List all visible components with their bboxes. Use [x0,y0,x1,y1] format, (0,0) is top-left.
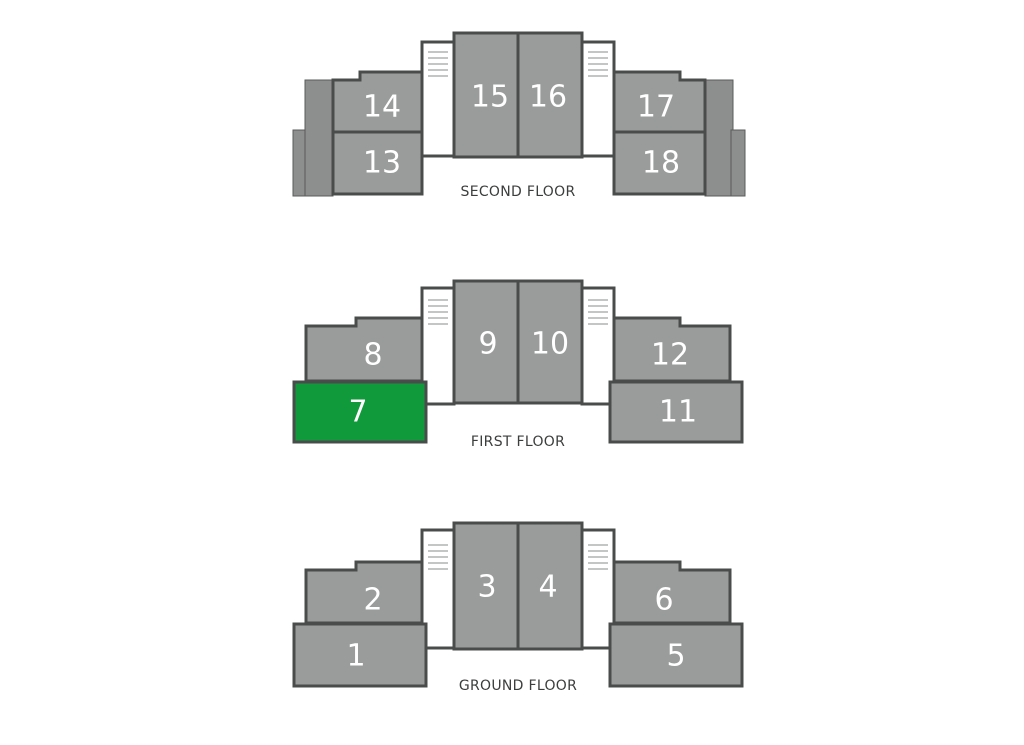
terrace [704,79,734,197]
stair-core [420,40,456,158]
unit-label: 4 [538,570,557,605]
unit-label: 16 [529,80,567,115]
unit-label: 11 [659,395,697,430]
unit-label: 6 [654,583,673,618]
unit-label: 1 [346,639,365,674]
unit-label: 7 [348,395,367,430]
floor-label: SECOND FLOOR [461,184,576,200]
unit-label: 9 [478,327,497,362]
unit-label: 3 [477,570,496,605]
ground-floor-plan: 2 1 3 4 6 5 GROUND FLOOR [292,521,744,694]
unit-18[interactable] [612,130,707,196]
unit-16[interactable] [516,31,584,159]
unit-label: 13 [363,146,401,181]
unit-7[interactable] [292,380,428,444]
unit-label: 12 [651,338,689,373]
unit-3[interactable] [452,521,520,651]
unit-label: 10 [531,327,569,362]
unit-label: 14 [363,90,401,125]
unit-label: 8 [363,338,382,373]
stair-core [580,40,616,158]
floor-label: FIRST FLOOR [471,434,565,450]
first-floor-plan: 8 7 9 10 12 11 FIRST FLOOR [292,279,744,450]
unit-1[interactable] [292,622,428,688]
unit-label: 2 [363,583,382,618]
second-floor-plan: 14 13 15 16 17 18 SECOND FLOOR [292,31,746,200]
terrace [730,129,746,197]
unit-4[interactable] [516,521,584,651]
unit-15[interactable] [452,31,520,159]
terrace [304,79,334,197]
unit-13[interactable] [331,130,424,196]
unit-label: 5 [666,639,685,674]
unit-10[interactable] [516,279,584,405]
floor-label: GROUND FLOOR [459,678,577,694]
unit-label: 15 [471,80,509,115]
unit-5[interactable] [608,622,744,688]
unit-11[interactable] [608,380,744,444]
unit-label: 17 [637,90,675,125]
unit-label: 18 [642,146,680,181]
